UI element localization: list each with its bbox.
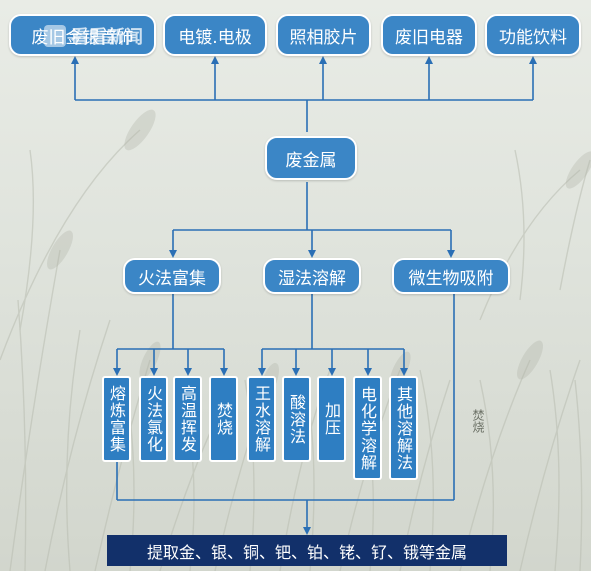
watermark-text: 看看新闻 [71,27,143,48]
side-note-text: 焚烧 [471,409,485,433]
source-node-drinks: 功能饮料 [485,14,581,56]
result-banner: 提取金、银、铜、钯、铂、铑、钌、锇等金属 [107,535,507,566]
center-node-scrap-metal: 废金属 [265,136,357,180]
wet-method-other: 其他溶解法 [389,376,418,480]
watermark: 看看新闻 [44,17,154,55]
fire-method-incineration: 焚烧 [209,376,238,462]
news-logo-icon [44,25,66,47]
fire-method-volatilization: 高温挥发 [173,376,202,462]
method-node-microbial: 微生物吸附 [392,258,510,294]
wet-method-electrochemical: 电化学溶解 [353,376,382,480]
wet-method-aqua-regia: 王水溶解 [247,376,276,462]
wet-method-pressure: 加压 [317,376,346,462]
method-node-fire: 火法富集 [123,258,221,294]
method-node-wet: 湿法溶解 [263,258,361,294]
wet-method-acid: 酸溶法 [282,376,311,462]
source-node-electroplating: 电镀.电极 [163,14,267,56]
source-node-film: 照相胶片 [276,14,371,56]
source-node-appliances: 废旧电器 [381,14,477,56]
fire-method-chlorination: 火法氯化 [139,376,168,462]
fire-method-smelting: 熔炼富集 [102,376,131,462]
